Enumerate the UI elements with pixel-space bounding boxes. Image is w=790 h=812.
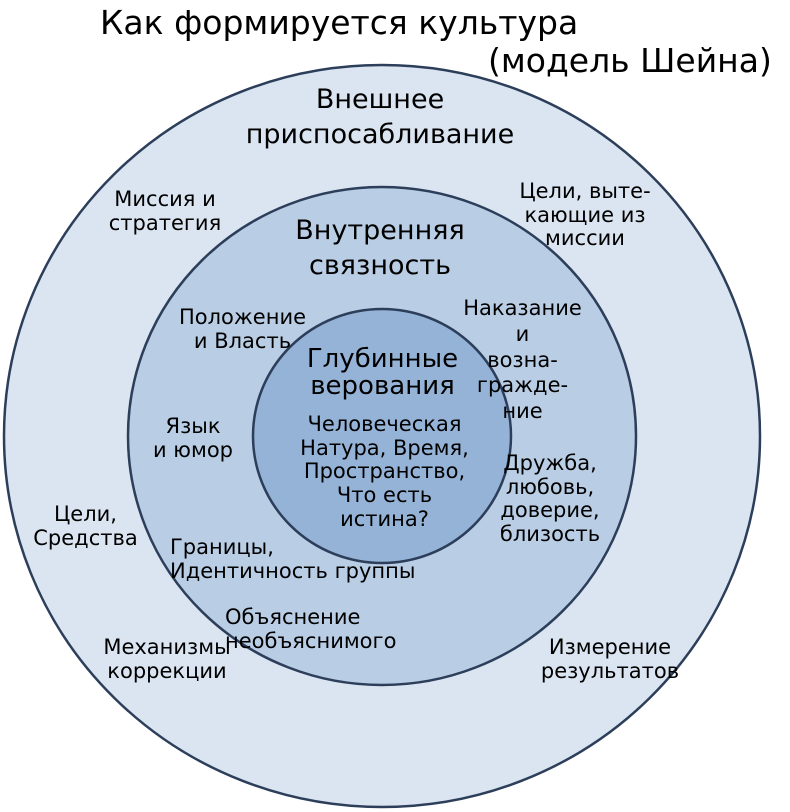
- outer-label-goals-means: Цели, Средства: [33, 502, 138, 550]
- outer-label-goals-from-mission: Цели, выте- кающие из миссии: [519, 179, 651, 251]
- outer-ring-heading: Внешнее приспосабливание: [245, 84, 515, 151]
- middle-label-punishment-reward: Наказание и возна- гражде- ние: [463, 296, 582, 424]
- middle-label-friendship: Дружба, любовь, доверие, близость: [499, 451, 601, 546]
- diagram-subtitle: (модель Шейна): [488, 41, 772, 80]
- middle-ring-heading: Внутренняя связность: [295, 215, 465, 282]
- inner-ring-heading: Глубинные верования: [306, 344, 459, 402]
- middle-label-position-power: Положение и Власть: [178, 305, 307, 353]
- middle-label-explaining-unexplainable: Объяснение необъяснимого: [225, 605, 397, 653]
- inner-ring-body: Человеческая Натура, Время, Пространство…: [300, 412, 469, 531]
- middle-label-language-humor: Язык и юмор: [152, 414, 234, 462]
- outer-label-measurement: Измерение результатов: [540, 635, 680, 683]
- outer-label-mission: Миссия и стратегия: [108, 187, 222, 235]
- diagram-title: Как формируется культура: [100, 3, 579, 42]
- inner-ring: [251, 307, 513, 565]
- outer-label-correction: Механизмы коррекции: [103, 635, 231, 683]
- middle-label-boundaries-identity: Границы, Идентичность группы: [170, 535, 416, 583]
